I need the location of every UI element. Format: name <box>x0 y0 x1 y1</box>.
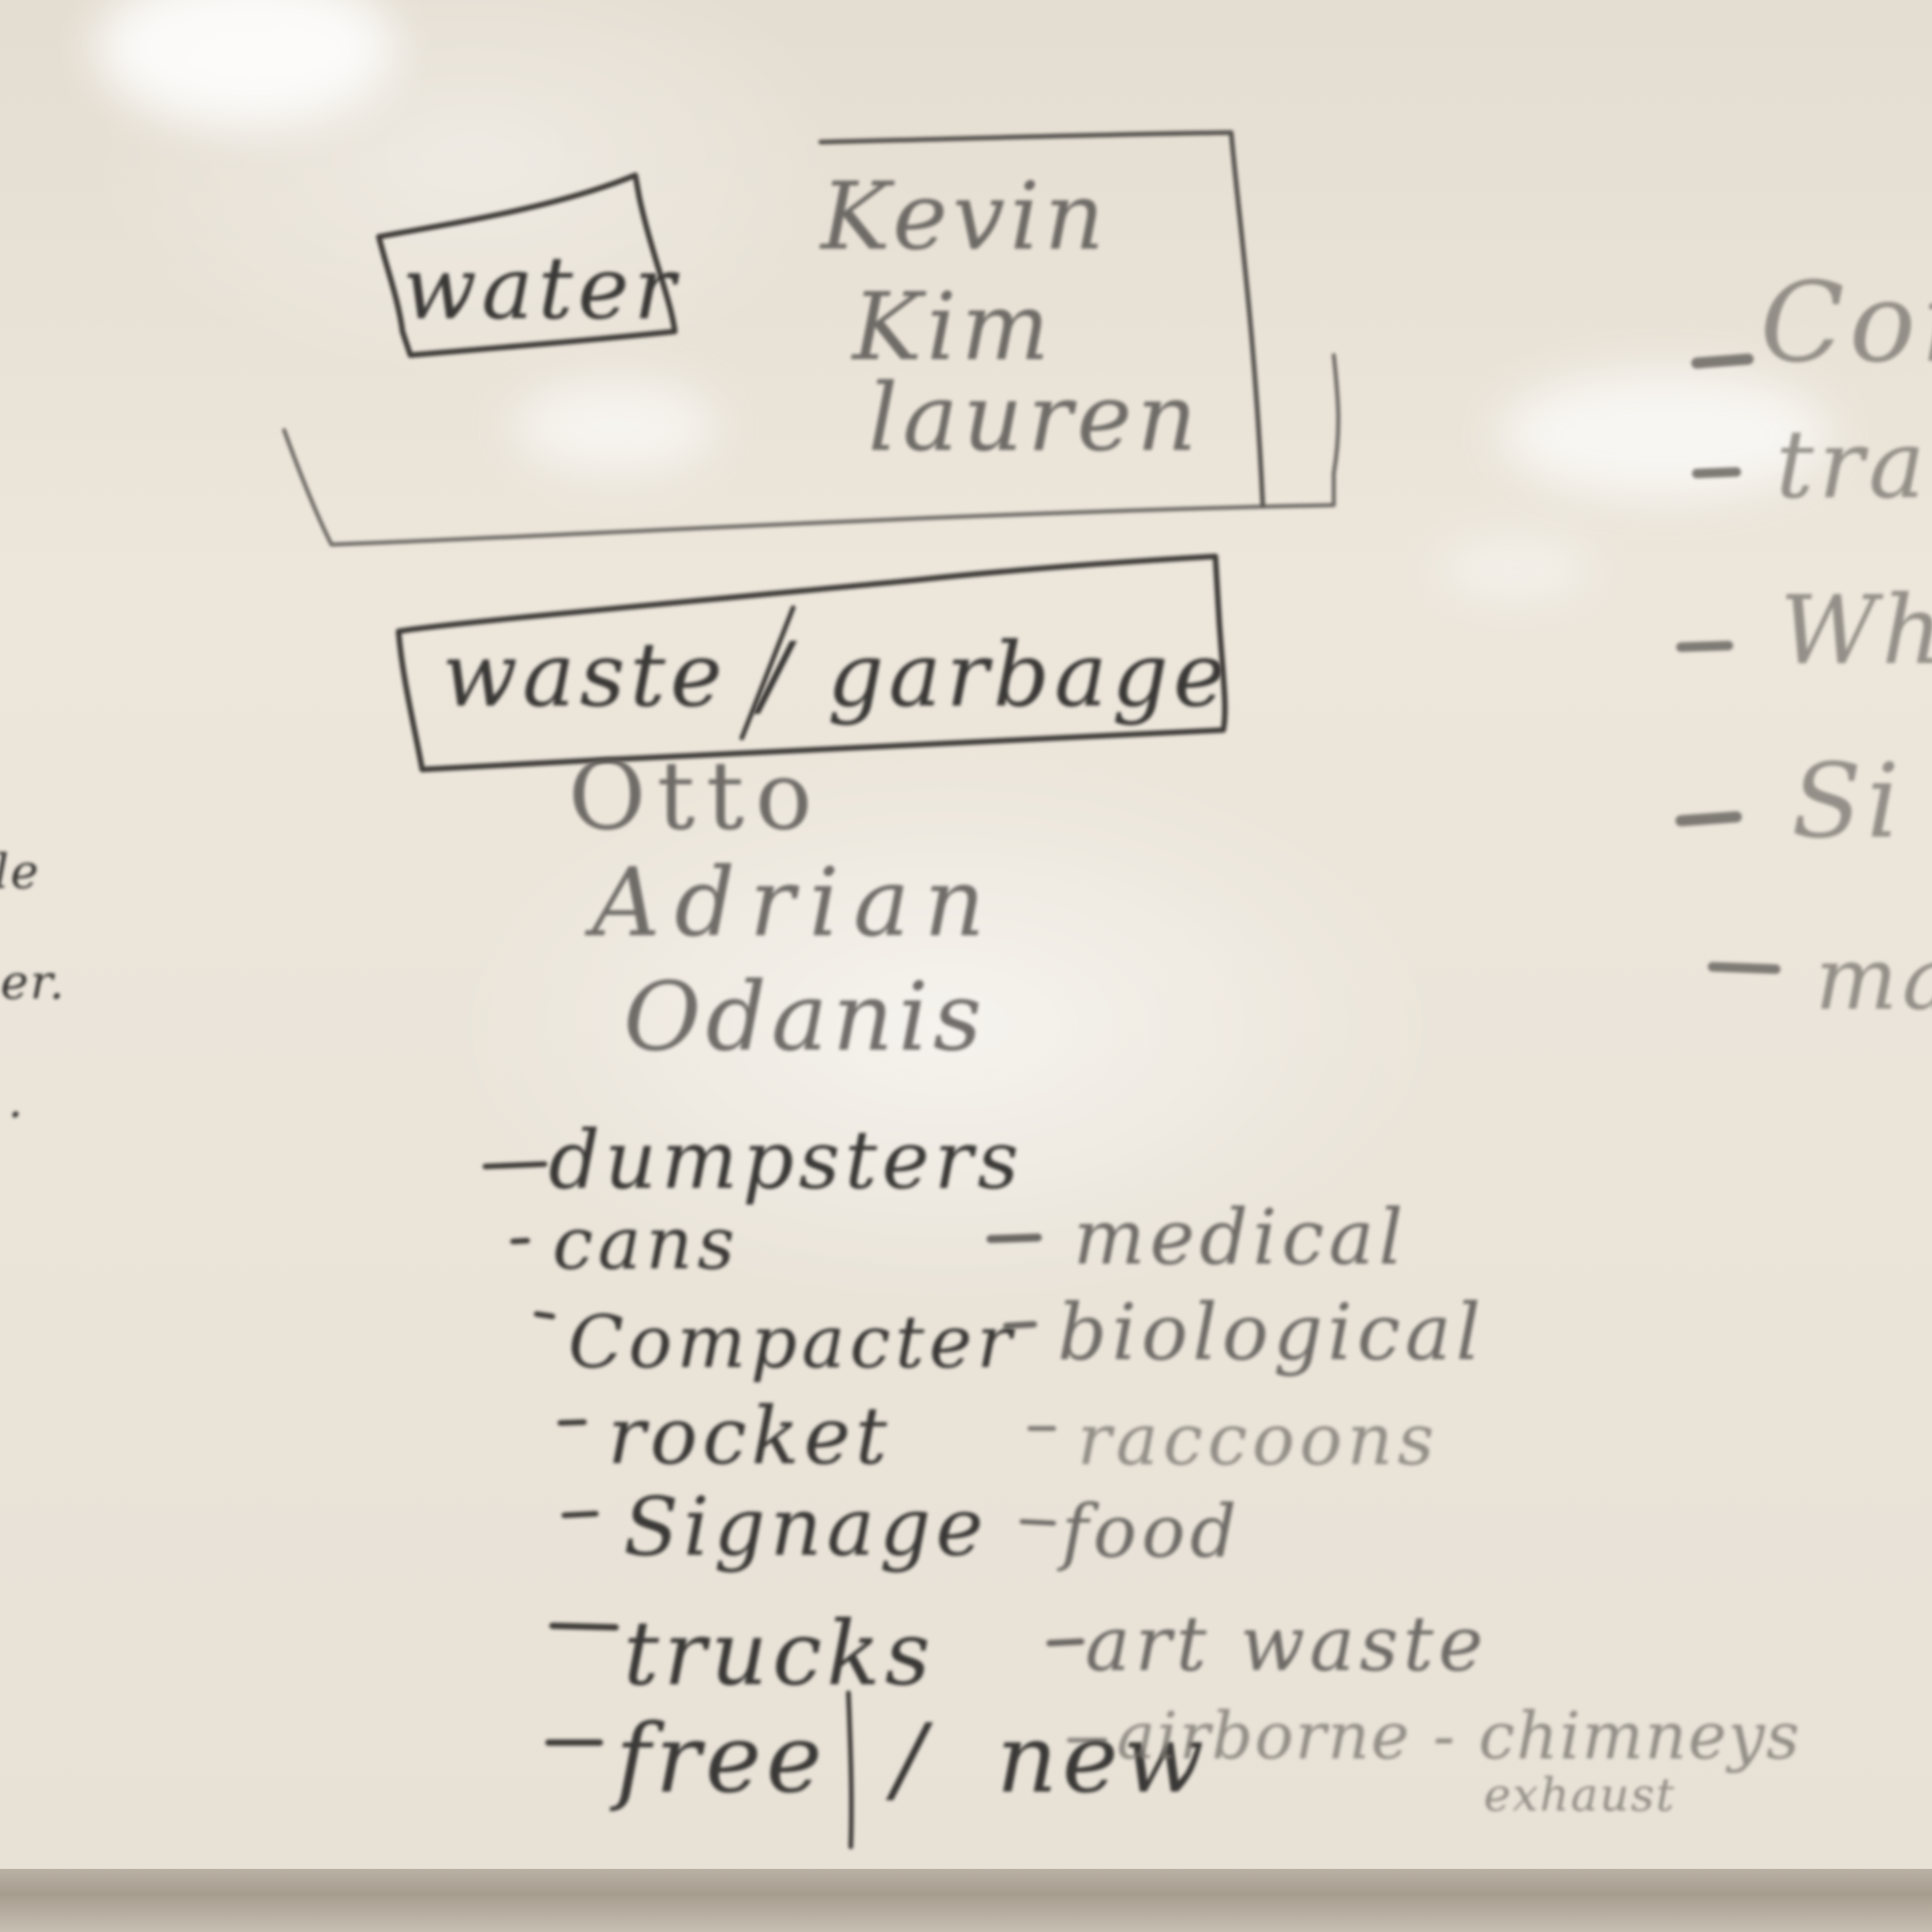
list-right-item: food <box>1061 1489 1241 1574</box>
list-left-item: cans <box>552 1201 739 1286</box>
list-left-item: trucks <box>623 1603 935 1705</box>
right-edge-fragment: ma <box>1815 928 1932 1029</box>
list-left-item: Signage <box>623 1481 988 1574</box>
list-left-item: rocket <box>608 1390 892 1482</box>
list-left-item: dumpsters <box>549 1114 1024 1208</box>
right-edge-fragment: Wh <box>1780 576 1932 686</box>
waste-team-member-1: Otto <box>568 742 824 852</box>
topic-water-label: water <box>402 238 680 339</box>
water-team-member-1: Kevin <box>821 162 1110 271</box>
left-edge-fragment: . <box>8 1073 28 1129</box>
ceiling-light-glare <box>95 0 395 126</box>
list-left-item: Compacter <box>568 1300 1017 1384</box>
whiteboard-tray <box>0 1869 1932 1932</box>
reflection-glare-right <box>1500 371 1831 497</box>
water-team-member-3: lauren <box>868 363 1202 472</box>
water-team-member-2: Kim <box>852 272 1054 381</box>
list-right-subitem: exhaust <box>1484 1768 1676 1822</box>
reflection-glare-center <box>513 379 718 474</box>
left-edge-fragment: ner. <box>0 955 66 1010</box>
left-edge-fragment: le <box>0 844 40 900</box>
list-right-item: art waste <box>1085 1600 1488 1688</box>
waste-team-member-3: Odanis <box>623 963 987 1073</box>
reflection-glare-right-lower <box>1436 537 1594 600</box>
list-right-item: biological <box>1058 1288 1486 1378</box>
list-right-item: raccoons <box>1077 1398 1440 1481</box>
right-edge-fragment: tran <box>1776 410 1932 520</box>
right-edge-fragment: Si <box>1792 741 1904 861</box>
topic-waste-label: waste / garbage <box>442 624 1230 727</box>
list-right-item: airborne - chimneys <box>1117 1699 1802 1774</box>
right-edge-fragment: Con <box>1760 259 1932 388</box>
waste-team-member-2: Adrian <box>592 848 1000 958</box>
list-right-item: medical <box>1073 1193 1408 1282</box>
list-left-item: free / new <box>616 1705 1209 1814</box>
